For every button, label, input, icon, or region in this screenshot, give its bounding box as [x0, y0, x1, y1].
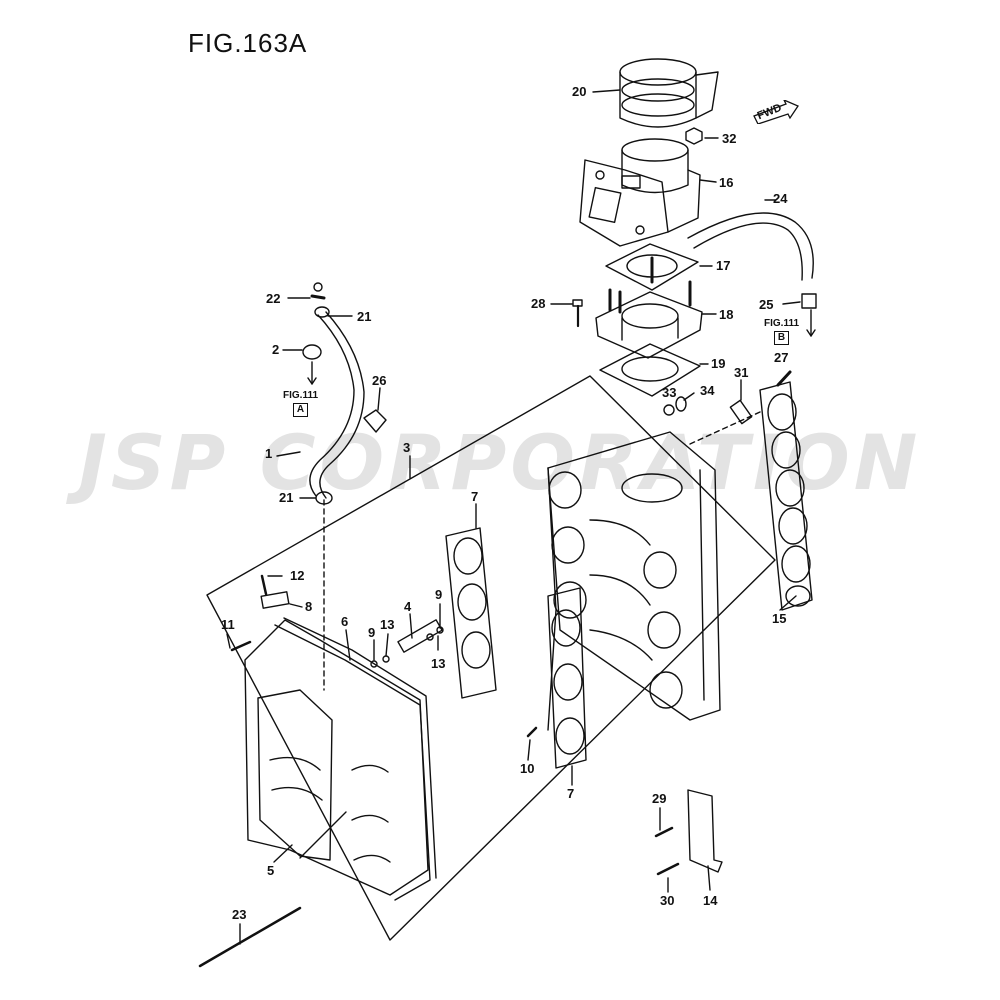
- callout-18: 18: [719, 307, 734, 322]
- callout-24: 24: [773, 191, 788, 206]
- callout-16: 16: [719, 175, 734, 190]
- callout-1: 1: [265, 446, 273, 461]
- callout-31: 31: [734, 365, 749, 380]
- figure-title: FIG.163A: [188, 28, 308, 58]
- watermark: JSP CORPORATION: [78, 418, 922, 507]
- part-8-sensor: [260, 591, 290, 609]
- part-15-gasket: [759, 381, 813, 611]
- part-21-clamp-top: [314, 306, 330, 318]
- part-19-gasket: [599, 343, 701, 397]
- part-14-bracket: [687, 789, 723, 873]
- part-11-bolt: [230, 640, 252, 652]
- callout-3: 3: [403, 440, 411, 455]
- reference-fig111-a: FIG.111 A: [283, 390, 319, 417]
- callout-15: 15: [772, 611, 787, 626]
- callout-7-left: 7: [471, 489, 479, 504]
- part-16-throttle-body: [579, 138, 701, 247]
- callout-6: 6: [341, 614, 349, 629]
- part-4-pipe: [397, 619, 443, 653]
- part-26-clip: [363, 409, 387, 433]
- part-33-bolt: [663, 404, 675, 416]
- part-1-hose: [309, 314, 355, 497]
- callout-32: 32: [722, 131, 737, 146]
- callout-14: 14: [703, 893, 718, 908]
- callout-23: 23: [232, 907, 247, 922]
- part-7-gasket-left: [445, 527, 497, 699]
- callout-27: 27: [774, 350, 789, 365]
- callout-20: 20: [572, 84, 587, 99]
- part-10-bolt: [526, 726, 538, 738]
- callout-22: 22: [266, 291, 281, 306]
- part-29-bolt: [654, 826, 674, 838]
- callout-11: 11: [221, 617, 235, 632]
- part-2-grommet: [302, 344, 322, 360]
- callout-7-right: 7: [567, 786, 575, 801]
- callout-10: 10: [520, 761, 535, 776]
- callout-5: 5: [267, 863, 275, 878]
- part-23-bolt: [198, 906, 302, 968]
- callout-2: 2: [272, 342, 280, 357]
- callout-13-bottom: 13: [431, 656, 446, 671]
- part-22-fitting: [310, 294, 326, 300]
- part-7-gasket-right: [547, 587, 587, 769]
- part-20-throttle-inlet: [619, 58, 719, 128]
- part-5-cover: [244, 619, 429, 896]
- part-13-oring: [382, 655, 390, 663]
- part-9-oring: [370, 660, 378, 668]
- fwd-arrow-icon: [753, 100, 799, 124]
- callout-25: 25: [759, 297, 774, 312]
- callout-21-bottom: 21: [279, 490, 294, 505]
- part-6-gasket: [274, 617, 437, 901]
- callout-34: 34: [700, 383, 715, 398]
- part-12-bolt: [260, 574, 268, 596]
- callout-9-left: 9: [368, 625, 376, 640]
- part-34-washer: [675, 396, 687, 412]
- part-27-stud: [776, 370, 792, 387]
- part-31-sleeve: [729, 399, 753, 425]
- part-25-clamp: [801, 293, 817, 309]
- callout-26: 26: [372, 373, 387, 388]
- callout-19: 19: [711, 356, 726, 371]
- part-3-intake-manifold: [547, 431, 721, 731]
- callout-21-top: 21: [357, 309, 372, 324]
- callout-30: 30: [660, 893, 675, 908]
- reference-fig111-b: FIG.111 B: [764, 318, 800, 345]
- callout-17: 17: [716, 258, 731, 273]
- callout-8: 8: [305, 599, 313, 614]
- callout-12: 12: [290, 568, 305, 583]
- part-30-bolt: [656, 862, 680, 876]
- part-28-bolt: [572, 299, 583, 328]
- assembly-boundary: [206, 375, 776, 941]
- part-18-spacer: [595, 291, 703, 359]
- callout-29: 29: [652, 791, 667, 806]
- callout-4: 4: [404, 599, 412, 614]
- callout-28: 28: [531, 296, 546, 311]
- callout-33: 33: [662, 385, 677, 400]
- callout-9-right: 9: [435, 587, 443, 602]
- callout-13-top: 13: [380, 617, 395, 632]
- part-24-hose: [687, 212, 814, 279]
- part-32-nut: [685, 127, 703, 145]
